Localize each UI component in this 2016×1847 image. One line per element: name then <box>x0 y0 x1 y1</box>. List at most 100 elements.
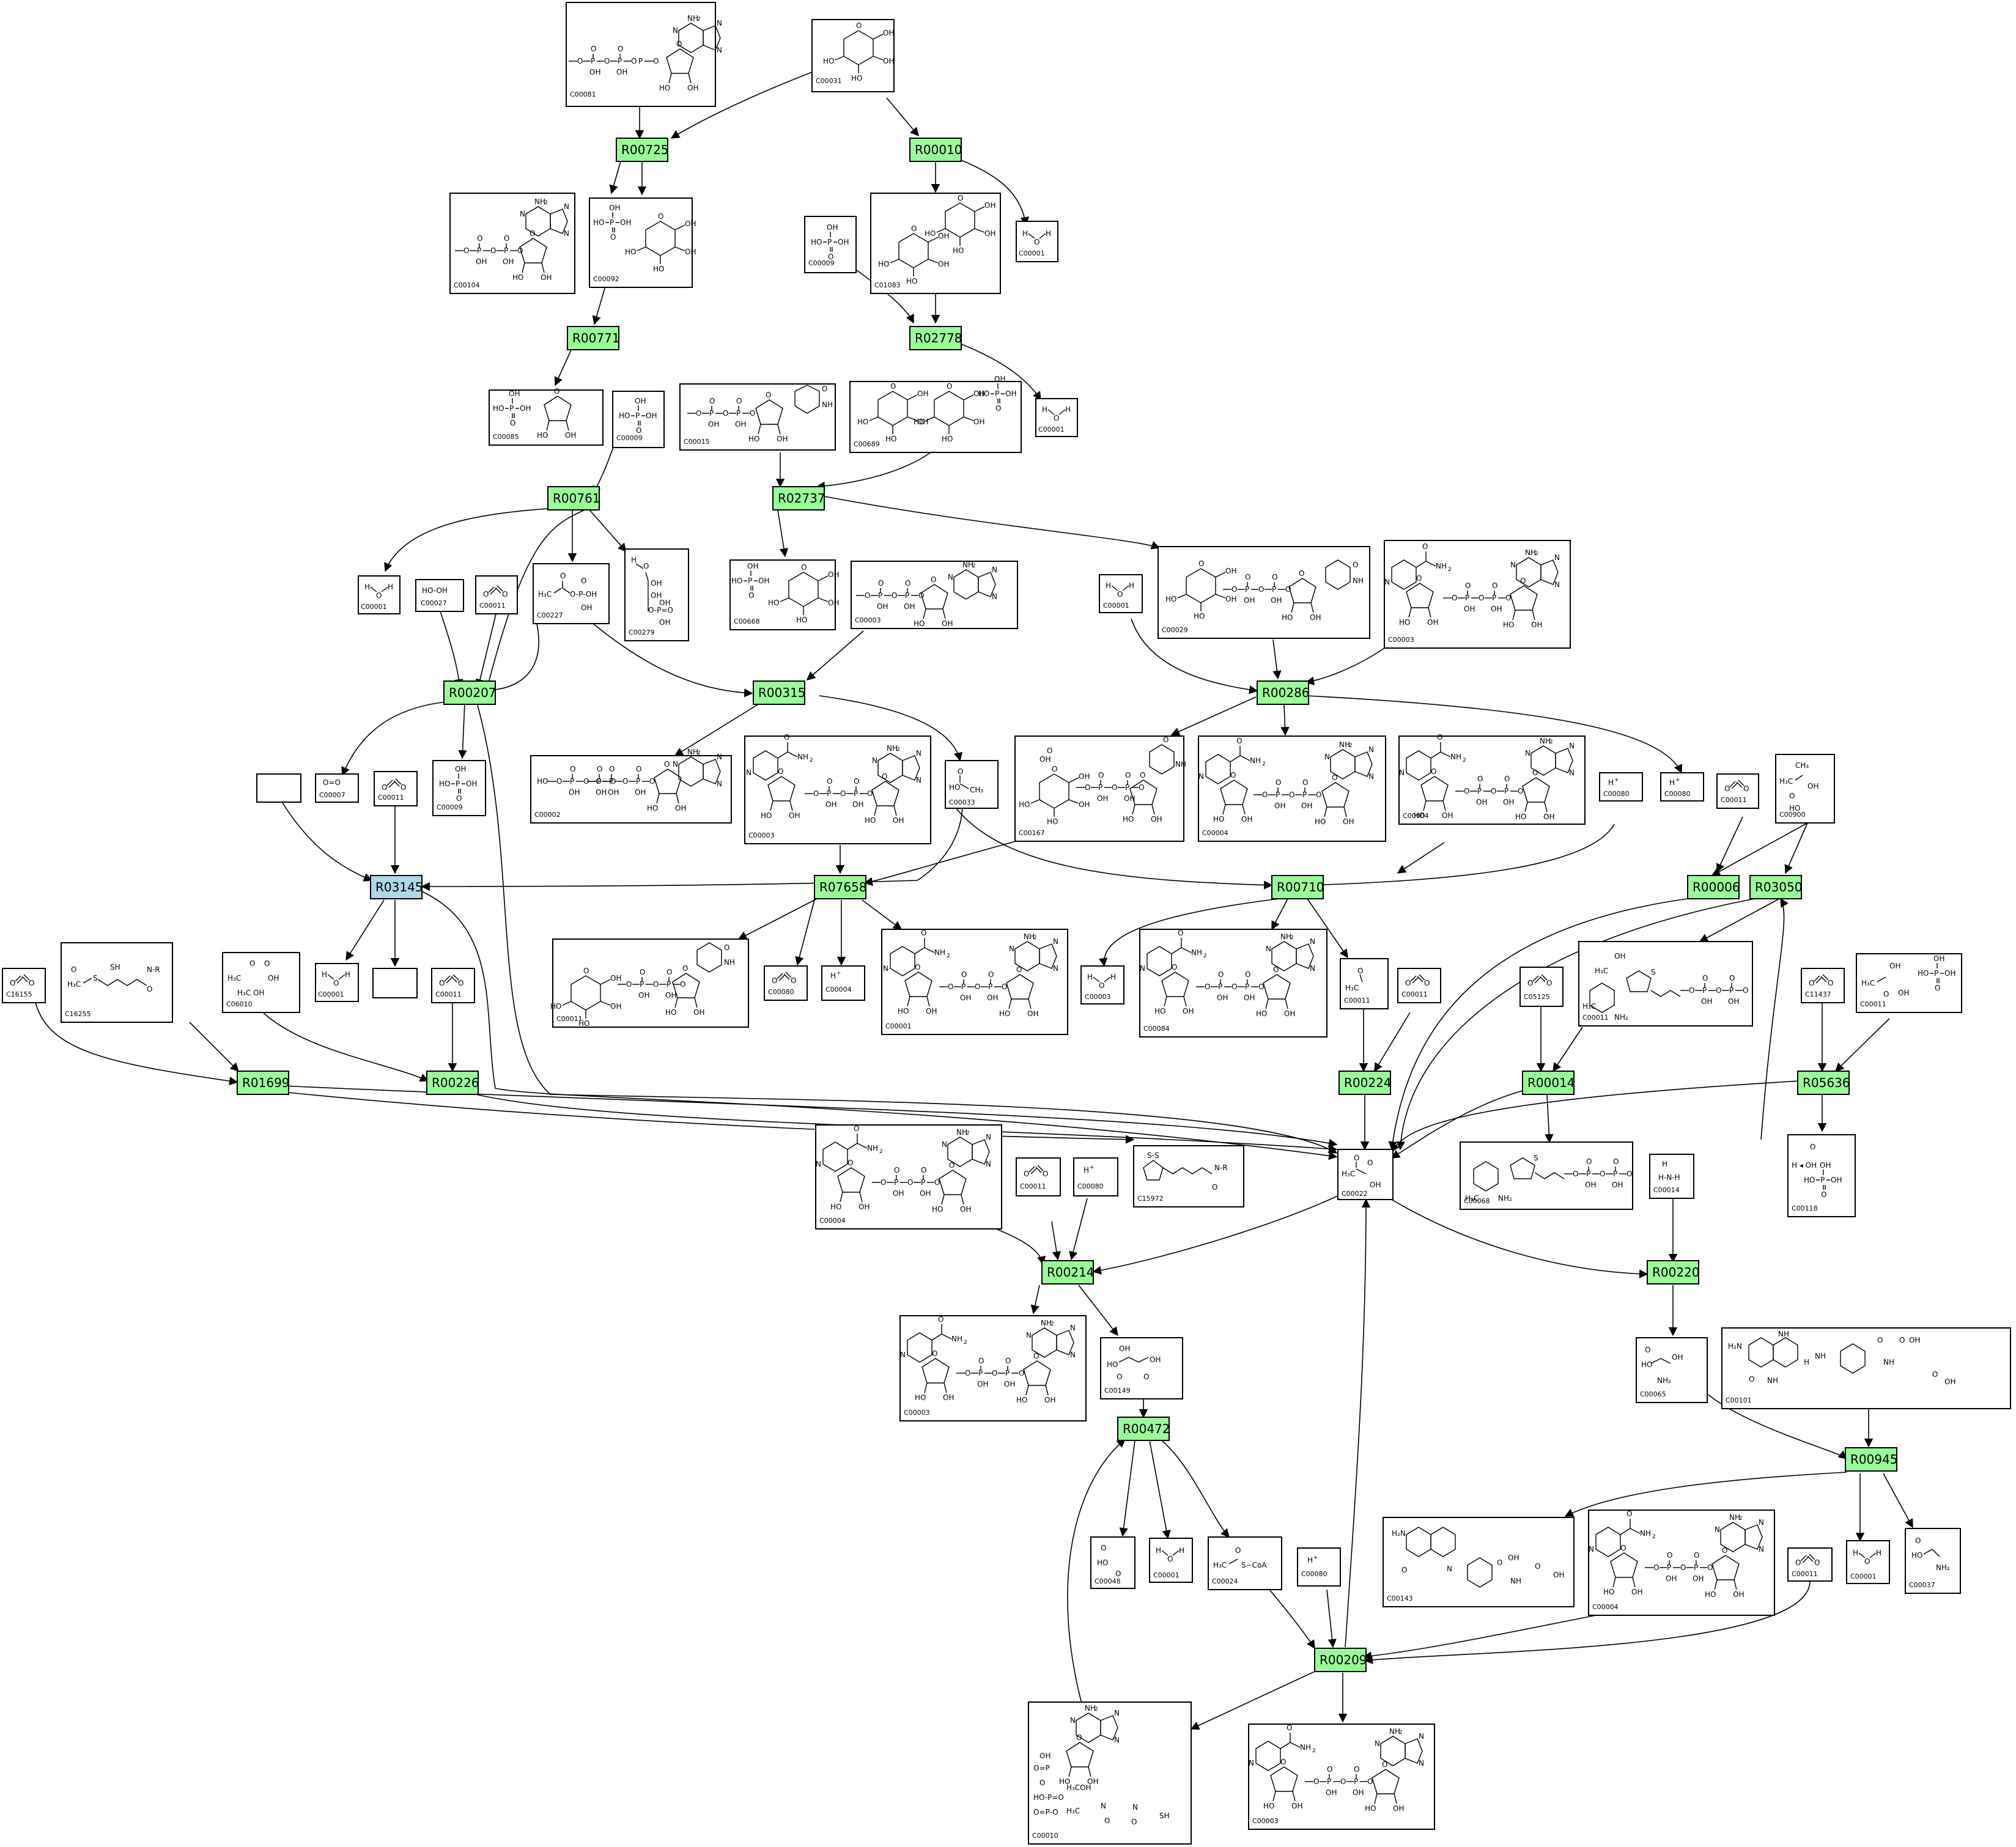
compound-c00080-b[interactable]: C00080 <box>1660 772 1704 802</box>
compound-c00004-d[interactable]: C00004 <box>815 1124 1002 1229</box>
reaction-r00771[interactable]: R00771 <box>567 326 620 350</box>
compound-c00011-e[interactable]: C16155 <box>2 968 46 1003</box>
compound-c00003-a[interactable]: C00003 <box>851 560 1018 629</box>
compound-c00085[interactable]: C00085 <box>489 386 604 446</box>
compound-c00027[interactable]: HO-OH C00027 <box>415 579 464 612</box>
reaction-r02737[interactable]: R02737 <box>772 486 825 511</box>
compound-c00001-h[interactable]: C00001 <box>1846 1540 1890 1584</box>
compound-c00003-e[interactable]: C00003 <box>899 1314 1087 1421</box>
compound-c00015[interactable]: NHO C00015 <box>679 383 836 451</box>
compound-c00003-b[interactable]: C00003 <box>1384 540 1571 649</box>
reaction-r00761[interactable]: R00761 <box>547 486 600 511</box>
reaction-r00014[interactable]: R00014 <box>1522 1071 1575 1095</box>
compound-c00011-f[interactable]: C00080 <box>764 965 808 1001</box>
compound-c00011-a[interactable]: C00011 <box>475 575 518 614</box>
reaction-r03050[interactable]: R03050 <box>1749 875 1803 899</box>
compound-c00004-a[interactable]: C00004 <box>1198 735 1386 842</box>
compound-unknown-a[interactable] <box>256 773 301 803</box>
compound-c00001-g[interactable]: C00001 <box>1149 1538 1193 1583</box>
reaction-r00725[interactable]: R00725 <box>616 138 669 162</box>
compound-unknown-b[interactable] <box>372 968 418 998</box>
compound-c00004-c[interactable]: C00001 <box>881 928 1068 1035</box>
compound-c00003-c[interactable]: C00003 <box>744 732 931 844</box>
compound-c16155[interactable]: NHO C00011 <box>550 938 749 1028</box>
compound-c00011-i[interactable]: C11437 <box>1801 968 1845 1003</box>
reaction-r00209[interactable]: R00209 <box>1314 1648 1367 1672</box>
compound-c00011-k[interactable]: C00011 <box>1787 1547 1833 1582</box>
compound-c00011-d[interactable]: C00011 <box>431 968 475 1003</box>
compound-c00009-a[interactable]: C00009 <box>804 216 857 273</box>
compound-c00004-b[interactable]: C00004 <box>1398 732 1586 825</box>
compound-c00031[interactable]: C00031 <box>811 19 895 92</box>
compound-c00167[interactable]: OOH NHO C00167 <box>1014 735 1186 842</box>
compound-c00002[interactable]: HO C00002 <box>530 747 732 824</box>
reaction-r02778[interactable]: R02778 <box>909 326 962 350</box>
compound-c15972[interactable]: S-SON-R C15972 <box>1133 1145 1244 1207</box>
compound-c00001-c[interactable]: C00001 <box>358 575 401 614</box>
reaction-r00472[interactable]: R00472 <box>1117 1417 1170 1441</box>
compound-c01083[interactable]: C01083 <box>870 193 1001 294</box>
reaction-r07658[interactable]: R07658 <box>814 875 867 899</box>
reaction-r05636[interactable]: R05636 <box>1797 1071 1850 1095</box>
reaction-r00207[interactable]: R00207 <box>443 680 497 705</box>
compound-c00080-e[interactable]: C00080 <box>1297 1547 1341 1587</box>
compound-c00080-a[interactable]: C00080 <box>1599 772 1643 802</box>
compound-c00009-b[interactable]: C00009 <box>612 391 665 448</box>
reaction-r03145[interactable]: R03145 <box>370 875 423 899</box>
compound-c00001-d[interactable]: C00001 <box>1099 574 1143 613</box>
compound-c00014[interactable]: HH-N-H C00014 <box>1649 1154 1694 1199</box>
reaction-r00945[interactable]: R00945 <box>1845 1447 1898 1472</box>
reaction-r00224[interactable]: R00224 <box>1338 1071 1392 1095</box>
compound-c00689[interactable]: C00689 <box>849 374 1022 453</box>
reaction-r00315[interactable]: R00315 <box>753 680 806 705</box>
compound-c00104[interactable]: C00104 <box>449 193 575 294</box>
compound-c00004-e[interactable]: C00004 <box>1588 1509 1775 1616</box>
compound-c00003-f[interactable]: C00003 <box>1248 1723 1435 1830</box>
reaction-r00710[interactable]: R00710 <box>1271 875 1324 899</box>
compound-c00001-a[interactable]: C00001 <box>1016 221 1058 262</box>
compound-c00011-c[interactable]: C00011 <box>1716 773 1759 809</box>
reaction-r00226[interactable]: R00226 <box>426 1071 479 1095</box>
reaction-r00006[interactable]: R00006 <box>1687 875 1740 899</box>
compound-c00080-d[interactable]: C00080 <box>1073 1157 1118 1196</box>
compound-c00118[interactable]: OH ◂ OH C00118 <box>1787 1134 1856 1217</box>
reaction-r00010[interactable]: R00010 <box>909 138 962 162</box>
compound-c00001-f[interactable]: C00003 <box>1080 965 1124 1005</box>
compound-c00011-h[interactable]: C05125 <box>1519 967 1564 1007</box>
compound-c00029[interactable]: NHO C00029 <box>1158 546 1370 639</box>
reaction-r00220[interactable]: R00220 <box>1647 1260 1700 1285</box>
compound-c00011-g[interactable]: C00011 <box>1397 968 1441 1003</box>
compound-c00668[interactable]: C00668 <box>729 559 840 630</box>
reaction-r00286[interactable]: R00286 <box>1257 680 1310 705</box>
compound-c00011-j[interactable]: C00011 <box>1016 1157 1061 1196</box>
compound-c00092[interactable]: C00092 <box>589 197 697 288</box>
compound-c00001-b[interactable]: C00001 <box>1035 398 1078 437</box>
compound-c00007[interactable]: O=O C00007 <box>315 773 359 803</box>
compound-c00080-c[interactable]: C00004 <box>821 965 865 1001</box>
compound-c00001-e[interactable]: C00001 <box>315 963 359 1002</box>
compound-c00011-b[interactable]: C00011 <box>374 771 418 806</box>
compound-c00003-d[interactable]: C00084 <box>1139 928 1327 1038</box>
reaction-r01699[interactable]: R01699 <box>237 1071 290 1095</box>
reaction-r00214[interactable]: R00214 <box>1041 1260 1095 1285</box>
